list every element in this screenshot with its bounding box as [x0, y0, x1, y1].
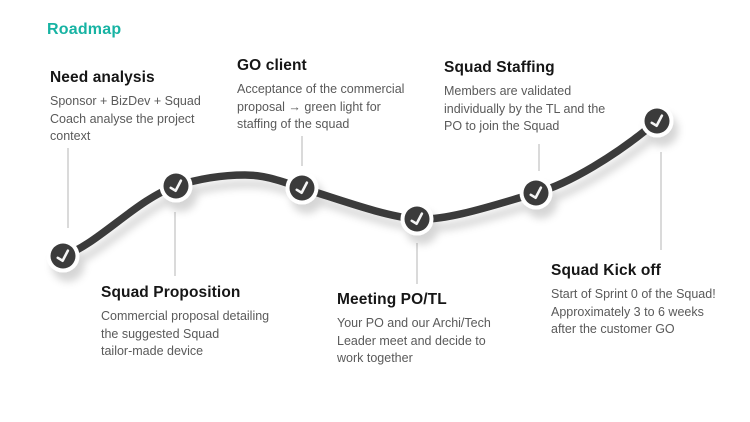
milestone-title: Squad Kick off: [551, 262, 661, 279]
milestone-node-go-client: [285, 171, 319, 205]
milestone-node-meeting-po-tl: [400, 202, 434, 236]
check-icon: [169, 179, 183, 193]
milestone-description-line: individually by the TL and the: [444, 101, 606, 116]
milestone-description-line: Members are validated: [444, 84, 572, 98]
node-disc: [523, 180, 549, 206]
node-disc: [404, 206, 430, 232]
milestone-node-squad-kick-off: [640, 104, 674, 138]
check-icon: [410, 212, 424, 226]
milestone-description-line: Commercial proposal detailing: [101, 309, 270, 323]
milestone-node-need-analysis: [46, 239, 80, 273]
milestone-node-squad-proposition: [159, 169, 193, 203]
milestone-card-squad-staffing: Squad Staffing Members are validated ind…: [444, 59, 634, 136]
milestone-description-line: Acceptance of the commercial: [237, 82, 405, 96]
milestone-card-squad-proposition: Squad Proposition Commercial proposal de…: [101, 284, 296, 361]
milestone-card-need-analysis: Need analysis Sponsor + BizDev + Squad C…: [50, 69, 215, 146]
milestone-description-line: proposal → green light for: [237, 99, 381, 114]
milestone-title: Squad Proposition: [101, 284, 241, 301]
node-disc: [50, 243, 76, 269]
node-disc: [289, 175, 315, 201]
milestone-title: Need analysis: [50, 69, 155, 86]
milestone-description-line: PO to join the Squad: [444, 119, 560, 133]
milestone-title: Meeting PO/TL: [337, 291, 447, 308]
check-icon: [56, 249, 70, 263]
milestone-description-line: the suggested Squad: [101, 326, 220, 341]
milestone-node-squad-staffing: [519, 176, 553, 210]
milestone-description-line: staffing of the squad: [237, 117, 350, 131]
milestone-description-line: Approximately 3 to 6 weeks: [551, 304, 704, 319]
milestone-card-squad-kick-off: Squad Kick off Start of Sprint 0 of the …: [551, 262, 750, 339]
milestone-card-go-client: GO client Acceptance of the commercial p…: [237, 57, 422, 134]
milestone-description-line: work together: [337, 351, 413, 365]
milestone-description-line: Coach analyse the project: [50, 111, 195, 126]
milestone-description-line: tailor-made device: [101, 344, 204, 358]
milestone-description-line: after the customer GO: [551, 322, 675, 336]
check-icon: [295, 181, 309, 195]
milestone-card-meeting-po-tl: Meeting PO/TL Your PO and our Archi/Tech…: [337, 291, 522, 368]
milestone-title: GO client: [237, 57, 307, 74]
milestone-title: Squad Staffing: [444, 59, 555, 76]
check-icon: [650, 114, 664, 128]
milestone-description-line: Start of Sprint 0 of the Squad!: [551, 287, 716, 301]
milestone-description-line: Your PO and our Archi/Tech: [337, 316, 491, 330]
milestone-description-line: Sponsor + BizDev + Squad: [50, 94, 201, 108]
node-disc: [644, 108, 670, 134]
milestone-description-line: context: [50, 129, 91, 143]
node-disc: [163, 173, 189, 199]
check-icon: [529, 186, 543, 200]
milestone-description-line: Leader meet and decide to: [337, 333, 486, 348]
page-title: Roadmap: [47, 21, 122, 38]
